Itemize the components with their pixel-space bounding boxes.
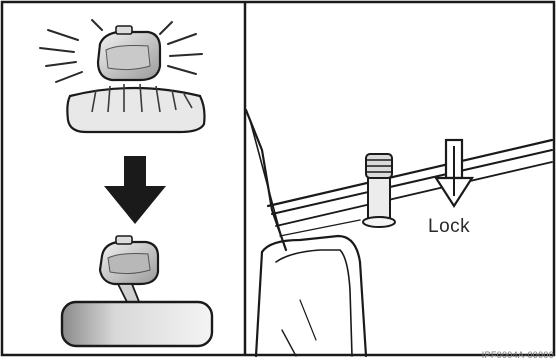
lamp-off-illustration — [62, 236, 212, 346]
lock-label: Lock — [428, 216, 470, 238]
door-frame-illustration — [246, 110, 552, 356]
door-lock-pin — [363, 154, 395, 227]
mirror-lower — [62, 302, 212, 346]
down-arrow-icon — [104, 156, 166, 224]
figure-code: IPF0004A-00000 — [482, 350, 554, 360]
lamp-lit-illustration — [40, 20, 205, 132]
lock-direction-arrow-icon — [436, 140, 472, 206]
